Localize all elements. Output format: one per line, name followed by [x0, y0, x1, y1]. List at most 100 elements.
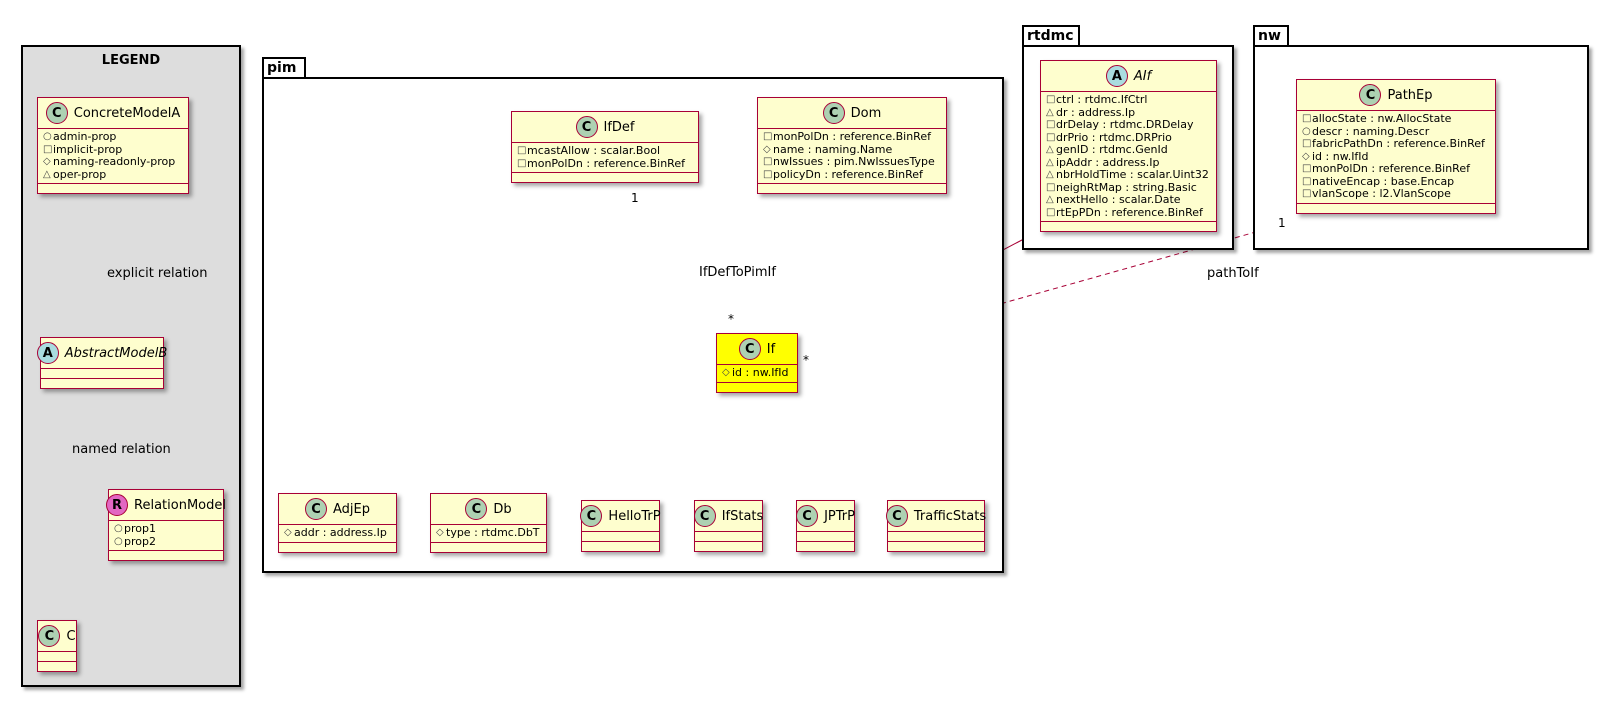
class-methods	[279, 541, 396, 552]
legend-explicit-relation-label: explicit relation	[107, 266, 208, 281]
class-icon: C	[693, 505, 716, 527]
class-methods	[1041, 221, 1216, 231]
class-attributes: ○admin-prop □implicit-prop ◇naming-reado…	[38, 128, 188, 183]
package-name: rtdmc	[1027, 28, 1074, 44]
class-icon: C	[885, 505, 908, 527]
class-name: TrafficStats	[913, 508, 987, 524]
class-adjep[interactable]: C AdjEp ◇addr : address.Ip	[278, 493, 397, 553]
protected-icon: ◇	[722, 367, 730, 378]
class-name: C	[66, 628, 76, 644]
class-methods	[758, 183, 946, 193]
pathep-to-if-label: pathToIf	[1207, 266, 1259, 281]
class-icon: C	[580, 505, 603, 527]
class-name: AdjEp	[333, 501, 370, 517]
protected-icon: ◇	[763, 143, 771, 155]
class-attributes: □ctrl : rtdmc.IfCtrl △dr : address.Ip □d…	[1041, 91, 1216, 221]
class-ifstats[interactable]: C IfStats	[693, 500, 764, 552]
class-ifdef[interactable]: C IfDef □mcastAllow : scalar.Bool □monPo…	[511, 111, 699, 183]
private-icon: □	[1302, 163, 1312, 174]
public-icon: ○	[114, 523, 123, 534]
private-icon: □	[1302, 175, 1312, 187]
class-if[interactable]: C If ◇id : nw.IfId	[716, 333, 798, 393]
attribute: drPrio : rtdmc.DRPrio	[1056, 130, 1172, 144]
ifdef-to-if-target-multiplicity: *	[728, 312, 734, 326]
ifdef-to-if-source-multiplicity: 1	[631, 191, 639, 205]
class-db[interactable]: C Db ◇type : rtdmc.DbT	[430, 493, 547, 553]
class-name: AIf	[1133, 68, 1152, 84]
private-icon: □	[1302, 138, 1312, 149]
class-methods	[38, 183, 188, 193]
class-dom[interactable]: C Dom □monPolDn : reference.BinRef ◇name…	[757, 97, 947, 194]
class-methods	[41, 378, 163, 388]
class-icon: C	[738, 338, 761, 360]
attribute: fabricPathDn : reference.BinRef	[1312, 137, 1485, 150]
class-attributes: □monPolDn : reference.BinRef ◇name : nam…	[758, 128, 946, 183]
abstract-class-icon: A	[1105, 65, 1128, 87]
package-icon: △	[1046, 156, 1054, 168]
attribute: vlanScope : l2.VlanScope	[1312, 187, 1451, 200]
attribute: drDelay : rtdmc.DRDelay	[1056, 118, 1194, 131]
attribute: nwIssues : pim.NwIssuesType	[773, 155, 935, 168]
private-icon: □	[763, 168, 773, 180]
attribute: monPolDn : reference.BinRef	[773, 130, 931, 143]
private-icon: □	[1046, 206, 1056, 218]
legend-relation-model-box[interactable]: R RelationModel ○prop1 ○prop2	[106, 489, 226, 561]
private-icon: □	[517, 145, 527, 156]
attribute: admin-prop	[53, 130, 117, 143]
public-icon: ○	[43, 131, 52, 142]
class-name: ConcreteModelA	[73, 105, 181, 121]
attribute: descr : naming.Descr	[1312, 124, 1430, 138]
attribute: dr : address.Ip	[1056, 105, 1136, 119]
class-name: IfStats	[721, 508, 764, 524]
class-name: JPTrP	[824, 508, 855, 524]
class-attributes	[38, 651, 76, 661]
attribute: ctrl : rtdmc.IfCtrl	[1056, 93, 1148, 106]
class-jptrp[interactable]: C JPTrP	[796, 500, 855, 552]
attribute: prop2	[124, 534, 156, 548]
attribute: id : nw.IfId	[732, 366, 789, 379]
class-aif[interactable]: A AIf □ ctrl : rtdmc.IfCtrl △ dr : address…	[1040, 60, 1217, 232]
private-icon: □	[1046, 181, 1056, 193]
class-name: IfDef	[603, 119, 635, 135]
attribute: nextHello : scalar.Date	[1056, 193, 1181, 206]
private-icon: □	[1046, 131, 1056, 143]
class-methods	[1297, 202, 1495, 213]
ifdef-to-if-label: IfDefToPimIf	[699, 265, 776, 280]
class-icon: C	[796, 505, 819, 527]
protected-icon: ◇	[284, 527, 292, 538]
class-attributes: ◇addr : address.Ip	[279, 524, 396, 542]
class-methods	[582, 541, 659, 551]
class-methods	[695, 541, 762, 551]
attribute: genID : rtdmc.GenId	[1056, 143, 1168, 156]
legend-concrete-model-box[interactable]: C ConcreteModelA ○admin-prop □implicit-p…	[37, 97, 189, 194]
private-icon: □	[517, 157, 527, 169]
attribute: allocState : nw.AllocState	[1312, 112, 1452, 125]
class-trafficstats[interactable]: C TrafficStats	[885, 500, 987, 552]
attribute: nativeEncap : base.Encap	[1312, 174, 1455, 188]
class-methods	[512, 172, 698, 182]
class-methods	[797, 541, 854, 551]
class-methods	[717, 381, 797, 392]
package-icon: △	[1046, 194, 1054, 205]
class-attributes	[582, 531, 659, 541]
legend-title: LEGEND	[101, 53, 161, 68]
relation-class-icon: R	[106, 494, 129, 516]
legend-abstract-model-box[interactable]: A AbstractModelB	[36, 337, 167, 389]
attribute: monPolDn : reference.BinRef	[1312, 162, 1470, 175]
package-icon: △	[1046, 169, 1054, 180]
private-icon: □	[763, 131, 773, 142]
attribute: implicit-prop	[53, 142, 123, 156]
class-methods	[888, 541, 984, 551]
class-methods	[109, 550, 223, 560]
class-name: Db	[493, 501, 512, 517]
public-icon: ○	[114, 535, 123, 547]
class-icon: C	[1359, 84, 1382, 106]
class-name: If	[766, 341, 776, 357]
legend-c-box[interactable]: C C	[37, 620, 77, 672]
class-hellotrp[interactable]: C HelloTrP	[580, 500, 661, 552]
class-icon: C	[822, 102, 845, 124]
class-name: HelloTrP	[608, 508, 661, 524]
class-attributes: ○prop1 ○prop2	[109, 520, 223, 550]
class-pathep[interactable]: C PathEp □allocState : nw.AllocState ○de…	[1296, 79, 1496, 214]
class-methods	[38, 661, 76, 671]
